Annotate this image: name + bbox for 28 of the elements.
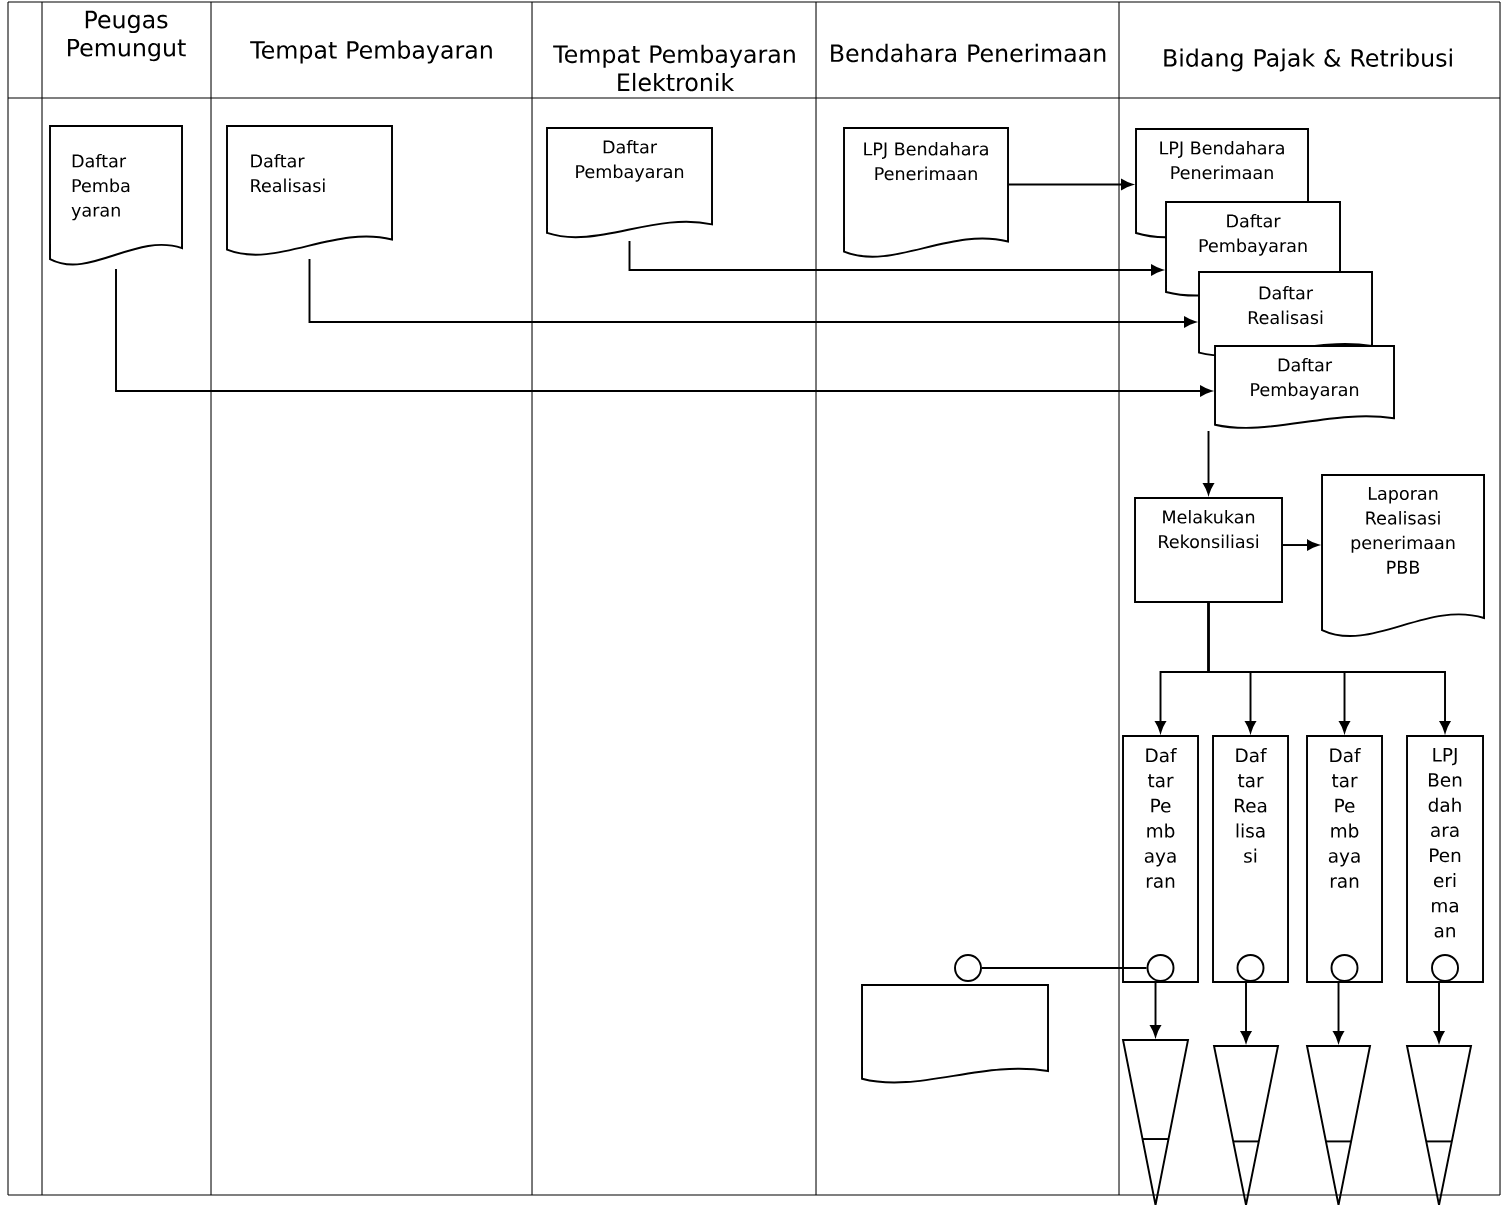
lane-header: Peugas Pemungut <box>68 10 186 62</box>
arrow <box>1150 982 1161 1037</box>
arrow <box>1207 602 1451 733</box>
lane-header: Bendahara Penerimaan <box>831 43 1106 63</box>
document-shape <box>861 984 1049 1084</box>
connector-line <box>981 967 1148 969</box>
connector-circle <box>1146 954 1175 982</box>
arrow <box>115 268 1212 397</box>
connector-circle <box>1330 954 1359 982</box>
connector-circle <box>1236 954 1265 982</box>
process-box: Melakukan Rekonsiliasi <box>1134 497 1283 603</box>
process-box: Daf tar Rea lisa si <box>1212 735 1289 983</box>
process-box: LPJ Ben dah ara Pen eri ma an <box>1406 735 1484 983</box>
arrow <box>308 258 1196 328</box>
arrow <box>1008 179 1133 190</box>
arrow <box>628 240 1163 276</box>
process-box: Daf tar Pe mb aya ran <box>1306 735 1383 983</box>
lane-header: Tempat Pembayaran <box>250 40 492 64</box>
arrow <box>1333 982 1344 1043</box>
arrow <box>1433 982 1445 1043</box>
arrow <box>1282 539 1319 551</box>
lane-header: Bidang Pajak & Retribusi <box>1164 48 1452 72</box>
connector-circle <box>954 954 982 982</box>
process-box: Daf tar Pe mb aya ran <box>1122 735 1199 983</box>
arrow <box>1203 430 1214 495</box>
arrow <box>1240 982 1252 1043</box>
lane-header: Tempat Pembayaran Elektronik <box>553 44 795 92</box>
connector-circle <box>1431 954 1459 982</box>
